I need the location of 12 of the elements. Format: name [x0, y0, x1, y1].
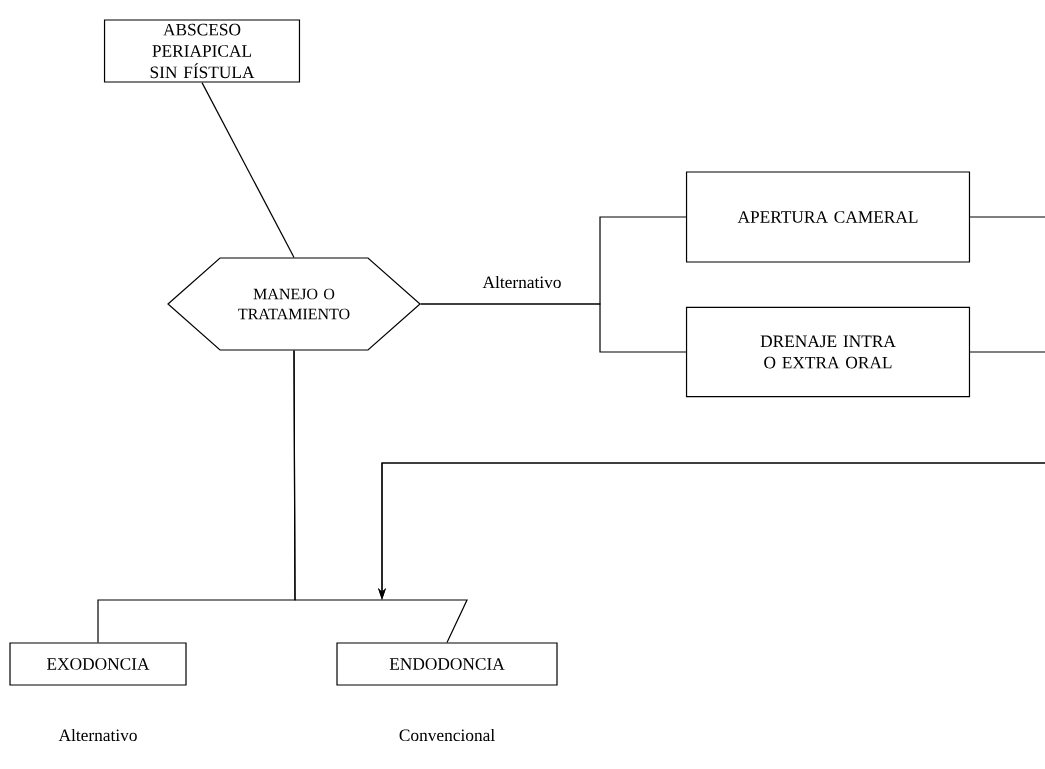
edge-label: Alternativo — [481, 274, 563, 290]
process-box: ABSCESO PERIAPICAL SIN FÍSTULA — [103, 19, 301, 83]
process-box: EXODONCIA — [9, 642, 187, 686]
connector — [293, 350, 468, 643]
decision-hexagon: MANEJO O TRATAMIENTO — [167, 257, 421, 351]
connector — [420, 303, 687, 353]
process-box: APERTURA CAMERAL — [685, 171, 971, 263]
side-label: Alternativo — [58, 728, 137, 742]
process-box: ENDODONCIA — [336, 642, 558, 686]
side-label: Convencional — [399, 728, 495, 742]
connector — [201, 82, 295, 258]
process-box: DRENAJE INTRA O EXTRA ORAL — [685, 306, 971, 398]
